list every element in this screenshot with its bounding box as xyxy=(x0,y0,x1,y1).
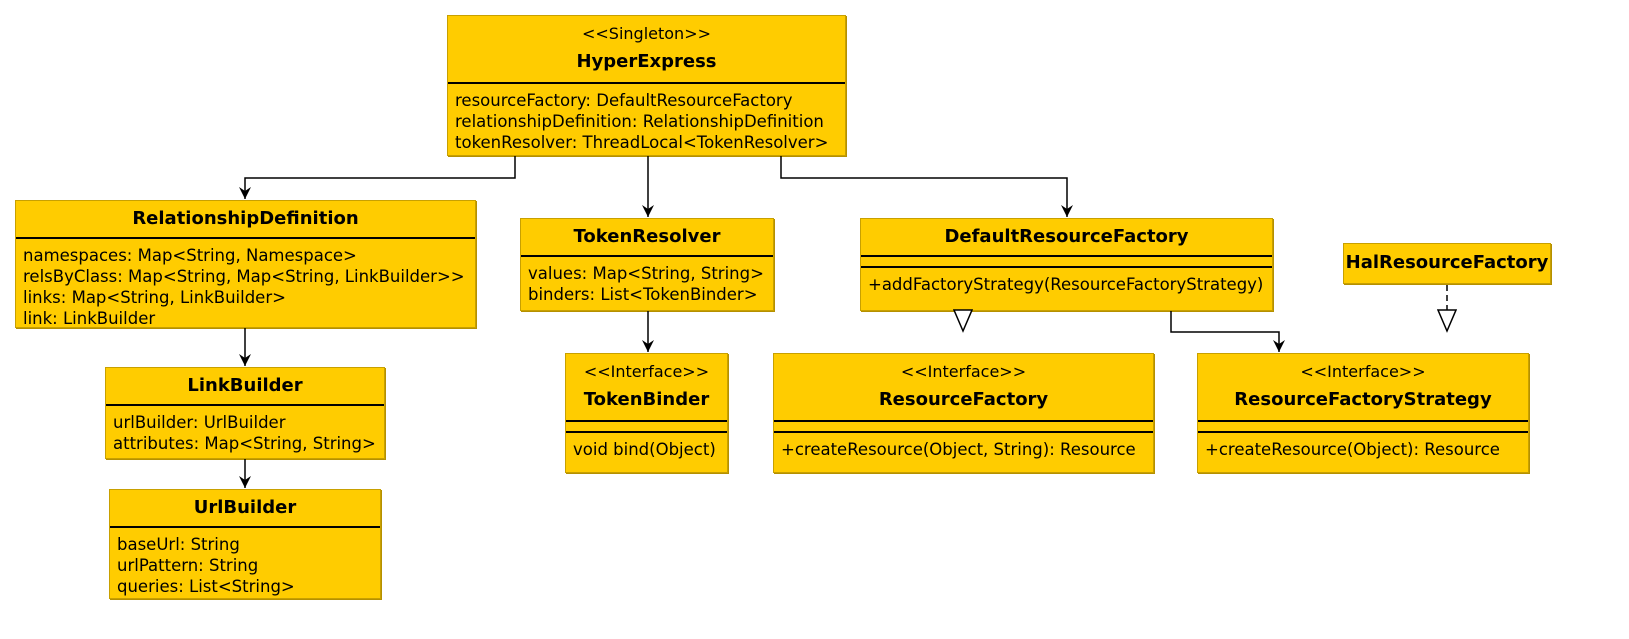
class-header: DefaultResourceFactory xyxy=(861,219,1272,255)
class-name: DefaultResourceFactory xyxy=(944,226,1189,247)
attributes-section: urlBuilder: UrlBuilder attributes: Map<S… xyxy=(106,404,384,460)
class-name: ResourceFactory xyxy=(878,389,1049,410)
operation: +addFactoryStrategy(ResourceFactoryStrat… xyxy=(868,275,1264,294)
class-resource-factory[interactable]: <<Interface>> ResourceFactory +createRes… xyxy=(773,353,1154,473)
class-name: ResourceFactoryStrategy xyxy=(1234,389,1492,410)
class-token-resolver[interactable]: TokenResolver values: Map<String, String… xyxy=(520,218,774,311)
class-header: RelationshipDefinition xyxy=(16,201,475,237)
attribute: binders: List<TokenBinder> xyxy=(528,285,758,304)
attributes-section: namespaces: Map<String, Namespace> relsB… xyxy=(16,237,475,335)
attribute: urlPattern: String xyxy=(117,556,259,575)
operations-section: +createResource(Object, String): Resourc… xyxy=(774,431,1153,466)
attribute: namespaces: Map<String, Namespace> xyxy=(23,246,357,265)
class-link-builder[interactable]: LinkBuilder urlBuilder: UrlBuilder attri… xyxy=(105,367,385,459)
class-header: HalResourceFactory xyxy=(1344,244,1550,282)
stereotype-label: <<Interface>> xyxy=(583,362,710,381)
class-url-builder[interactable]: UrlBuilder baseUrl: String urlPattern: S… xyxy=(109,489,381,599)
class-header: <<Interface>> TokenBinder xyxy=(566,354,727,420)
attribute: resourceFactory: DefaultResourceFactory xyxy=(455,91,793,110)
class-resource-factory-strategy[interactable]: <<Interface>> ResourceFactoryStrategy +c… xyxy=(1197,353,1529,473)
attributes-section: baseUrl: String urlPattern: String queri… xyxy=(110,526,380,603)
class-header: UrlBuilder xyxy=(110,490,380,526)
operation: +createResource(Object): Resource xyxy=(1205,440,1500,459)
class-default-resource-factory[interactable]: DefaultResourceFactory +addFactoryStrate… xyxy=(860,218,1273,311)
class-name: TokenResolver xyxy=(573,226,721,247)
association-hyperexpress-defaultresourcefactory xyxy=(780,156,1073,217)
association-defaultresourcefactory-resourcefactorystrategy xyxy=(1170,311,1285,352)
class-hal-resource-factory[interactable]: HalResourceFactory xyxy=(1343,243,1551,284)
operations-section: +createResource(Object): Resource xyxy=(1198,431,1528,466)
attribute: links: Map<String, LinkBuilder> xyxy=(23,288,286,307)
association-hyperexpress-relationshipdefinition xyxy=(239,156,516,199)
operations-section: void bind(Object) xyxy=(566,431,727,466)
attribute: link: LinkBuilder xyxy=(23,309,156,328)
attribute: relationshipDefinition: RelationshipDefi… xyxy=(455,112,824,131)
stereotype-label: <<Interface>> xyxy=(1300,362,1426,381)
class-header: TokenResolver xyxy=(521,219,773,255)
class-name: UrlBuilder xyxy=(193,497,297,518)
attributes-section xyxy=(774,420,1153,431)
operation: +createResource(Object, String): Resourc… xyxy=(781,440,1136,459)
attributes-section xyxy=(1198,420,1528,431)
class-header: <<Singleton>> HyperExpress xyxy=(448,16,845,82)
attribute: relsByClass: Map<String, Map<String, Lin… xyxy=(23,267,465,286)
class-header: <<Interface>> ResourceFactory xyxy=(774,354,1153,420)
operations-section: +addFactoryStrategy(ResourceFactoryStrat… xyxy=(861,266,1272,301)
class-name: HalResourceFactory xyxy=(1345,252,1549,273)
attribute: baseUrl: String xyxy=(117,535,240,554)
attributes-section xyxy=(861,255,1272,266)
class-header: <<Interface>> ResourceFactoryStrategy xyxy=(1198,354,1528,420)
stereotype-label: <<Singleton>> xyxy=(581,24,711,43)
attributes-section: resourceFactory: DefaultResourceFactory … xyxy=(448,82,845,159)
class-token-binder[interactable]: <<Interface>> TokenBinder void bind(Obje… xyxy=(565,353,728,473)
attribute: queries: List<String> xyxy=(117,577,295,596)
stereotype-label: <<Interface>> xyxy=(900,362,1027,381)
class-name: HyperExpress xyxy=(576,51,717,72)
class-name: TokenBinder xyxy=(583,389,710,410)
attributes-section xyxy=(566,420,727,431)
class-hyper-express[interactable]: <<Singleton>> HyperExpress resourceFacto… xyxy=(447,15,846,156)
attributes-section: values: Map<String, String> binders: Lis… xyxy=(521,255,773,311)
class-name: LinkBuilder xyxy=(187,375,303,396)
class-relationship-definition[interactable]: RelationshipDefinition namespaces: Map<S… xyxy=(15,200,476,328)
operation: void bind(Object) xyxy=(573,440,716,459)
attribute: attributes: Map<String, String> xyxy=(113,434,376,453)
class-name: RelationshipDefinition xyxy=(132,208,359,229)
class-header: LinkBuilder xyxy=(106,368,384,404)
attribute: values: Map<String, String> xyxy=(528,264,764,283)
attribute: tokenResolver: ThreadLocal<TokenResolver… xyxy=(455,133,829,152)
attribute: urlBuilder: UrlBuilder xyxy=(113,413,286,432)
